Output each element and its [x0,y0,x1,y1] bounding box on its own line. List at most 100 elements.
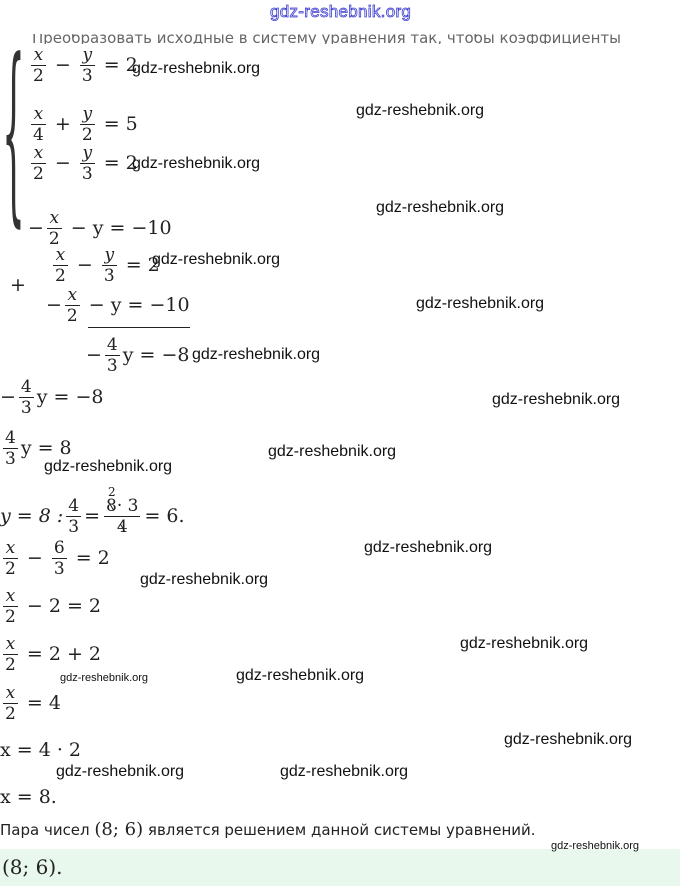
watermark: gdz-reshebnik.org [60,672,149,684]
numerator: 4 [68,495,80,516]
watermark: gdz-reshebnik.org [280,763,409,780]
conclusion-after: является решением данной системы уравнен… [143,821,536,839]
plus-sign: + [10,274,26,296]
math-text: = 2 [97,152,138,174]
math-text: − [28,217,44,239]
math-text: − [70,254,99,276]
numerator: y [104,244,115,265]
math-text: = 2 [97,54,138,76]
watermark: gdz-reshebnik.org [56,763,185,780]
cancelled-denominator: 4 [116,516,128,537]
system-brace: { [2,25,25,247]
watermark: gdz-reshebnik.org [416,295,545,312]
y-result: = 6. [144,505,185,527]
watermark: gdz-reshebnik.org [236,667,365,684]
denominator: 3 [81,163,93,184]
numerator: y [82,44,93,65]
numerator-rest: · 3 [116,495,139,516]
math-text: x = 4 · 2 [0,739,82,761]
numerator: x [67,284,78,305]
math-text: + [48,113,77,135]
equals: = [84,505,101,527]
numerator: x [5,537,16,558]
numerator: x [33,142,44,163]
math-text: − [46,294,62,316]
math-text: y = −8 [36,386,104,408]
watermark: gdz-reshebnik.org [460,635,589,652]
watermark: gdz-reshebnik.org [192,346,321,363]
numerator: y [82,103,93,124]
numerator: 4 [5,427,16,448]
math-text: = 2 + 2 [20,643,102,665]
answer-value: (8; 6). [2,855,63,879]
reduced-value: 2 [108,484,116,499]
math-text: − y = −10 [82,294,190,316]
denominator: 2 [5,654,16,675]
denominator: 3 [103,265,115,286]
numerator: x [55,244,66,265]
y-lhs: y = 8 : [0,505,64,527]
watermark: gdz-reshebnik.org [376,199,505,216]
math-text: = 2 [69,547,110,569]
denominator: 2 [66,305,78,326]
math-text: = 2 [119,254,160,276]
watermark: gdz-reshebnik.org [504,731,633,748]
watermark: gdz-reshebnik.org [152,251,281,268]
math-text: − 2 = 2 [20,595,102,617]
math-text: y = 8 [20,437,72,459]
denominator: 2 [5,703,16,724]
denominator: 3 [106,355,118,376]
denominator: 2 [48,228,60,249]
denominator: 3 [81,65,93,86]
denominator: 3 [5,448,16,469]
denominator: 3 [53,558,65,579]
answer-box: (8; 6). [0,849,680,886]
math-text: − [20,547,49,569]
watermark: gdz-reshebnik.org [132,60,261,77]
denominator: 2 [5,606,16,627]
denominator: 2 [33,163,44,184]
conclusion-text: Пара чисел (8; 6) является решением данн… [0,819,536,840]
numerator: 4 [20,376,32,397]
math-text: x = 8. [0,786,57,808]
denominator: 2 [81,124,93,145]
equation: x = 8. [0,774,57,820]
math-text: − [0,386,16,408]
numerator: 4 [106,334,118,355]
watermark: gdz-reshebnik.org [140,571,269,588]
denominator: 4 [33,124,44,145]
numerator: x [49,207,60,228]
denominator: 3 [68,516,80,537]
math-text: = 4 [20,692,61,714]
sum-divider [88,327,190,328]
header-watermark: gdz-reshebnik.org [270,2,412,22]
solution-pair: (8; 6) [94,819,144,840]
